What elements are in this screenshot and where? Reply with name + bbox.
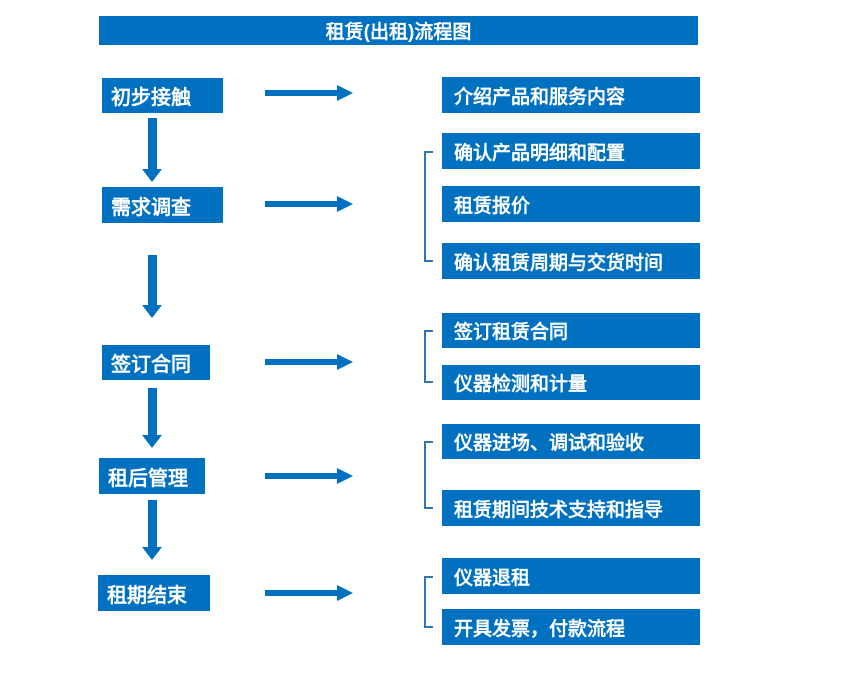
- step-box-demand-survey: 需求调查: [102, 187, 223, 223]
- output-box: 介绍产品和服务内容: [442, 77, 700, 113]
- step-box-sign-contract: 签订合同: [102, 345, 210, 380]
- group-bracket: [424, 441, 433, 509]
- arrow-right-icon: [265, 196, 353, 212]
- output-box: 仪器退租: [442, 558, 700, 594]
- arrow-down-icon: [142, 500, 163, 560]
- output-box: 确认产品明细和配置: [442, 133, 700, 169]
- step-box-initial-contact: 初步接触: [102, 78, 223, 113]
- output-box: 租赁期间技术支持和指导: [442, 490, 700, 526]
- output-box: 签订租赁合同: [442, 313, 700, 348]
- arrow-right-icon: [265, 85, 353, 101]
- arrow-right-icon: [265, 354, 353, 370]
- output-box: 仪器进场、调试和验收: [442, 424, 700, 459]
- output-box: 仪器检测和计量: [442, 365, 700, 400]
- step-box-rental-end: 租期结束: [98, 575, 210, 611]
- step-box-post-rental-management: 租后管理: [99, 458, 205, 494]
- flowchart-title: 租赁(出租)流程图: [99, 16, 698, 45]
- arrow-down-icon: [142, 388, 163, 448]
- group-bracket: [424, 151, 433, 262]
- group-bracket: [424, 576, 433, 628]
- arrow-down-icon: [142, 255, 163, 318]
- arrow-right-icon: [265, 585, 353, 601]
- group-bracket: [424, 330, 433, 383]
- output-box: 确认租赁周期与交货时间: [442, 243, 700, 279]
- output-box: 开具发票，付款流程: [442, 609, 700, 645]
- output-box: 租赁报价: [442, 186, 700, 222]
- arrow-down-icon: [142, 118, 163, 182]
- arrow-right-icon: [265, 468, 353, 484]
